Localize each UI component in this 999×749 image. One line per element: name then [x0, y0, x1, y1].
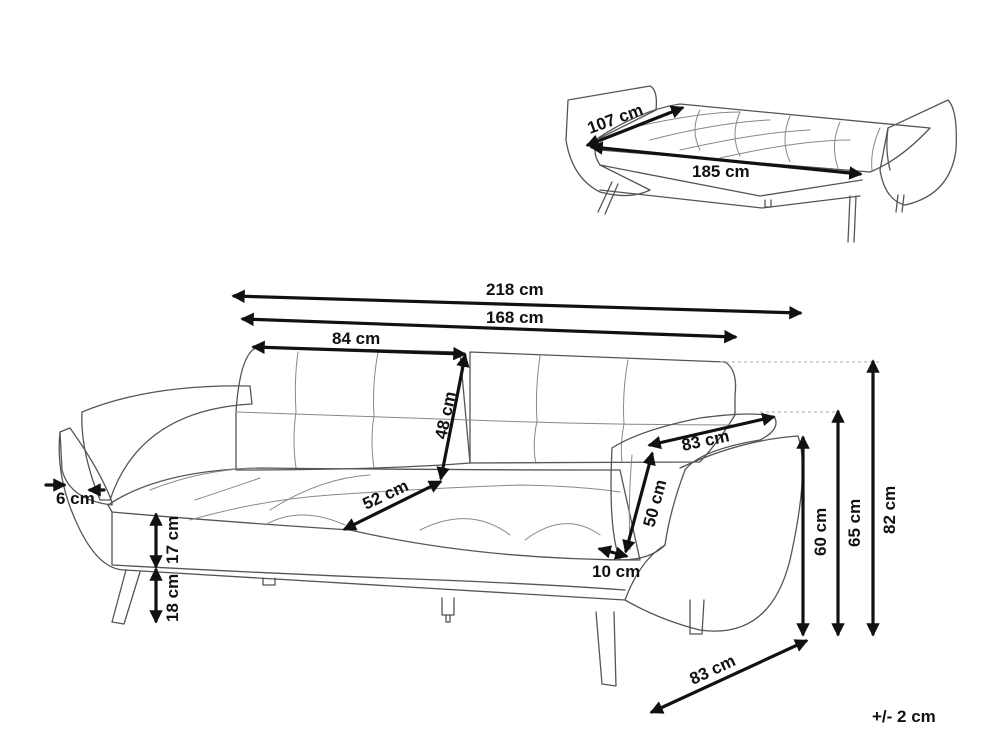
- dimension-lines: [44, 105, 880, 714]
- seat-depth-arrow: [342, 480, 443, 531]
- leg-height-label: 18 cm: [163, 574, 182, 622]
- armrest-height-arrow: [622, 451, 656, 554]
- total-height-label: 82 cm: [880, 486, 899, 534]
- armrest-thickness-arrow: [597, 545, 629, 560]
- total-depth-arrow: [649, 639, 809, 714]
- seat-cushion-label: 17 cm: [163, 516, 182, 564]
- seat-height-label: 60 cm: [811, 508, 830, 556]
- seat-width-arrow: [240, 312, 738, 344]
- backrest-width-arrow: [251, 340, 467, 361]
- small-length-arrow: [589, 141, 863, 180]
- arm-gap-label: 6 cm: [56, 489, 95, 508]
- sofa-illustration: [58, 346, 880, 687]
- armrest-thickness-label: 10 cm: [592, 562, 640, 581]
- backrest-height-label: 48 cm: [431, 390, 460, 441]
- backrest-width-label: 84 cm: [332, 329, 380, 348]
- overall-width-arrow: [231, 289, 803, 320]
- arm-top-height-label: 65 cm: [845, 499, 864, 547]
- overall-width-label: 218 cm: [486, 280, 544, 299]
- backrest-height-arrow: [436, 353, 470, 481]
- small-length-label: 185 cm: [692, 162, 750, 181]
- small-depth-label: 107 cm: [585, 100, 646, 138]
- small-depth-arrow: [585, 105, 685, 148]
- armrest-length-arrow: [647, 412, 776, 450]
- tolerance-note: +/- 2 cm: [872, 707, 936, 726]
- seat-width-label: 168 cm: [486, 308, 544, 327]
